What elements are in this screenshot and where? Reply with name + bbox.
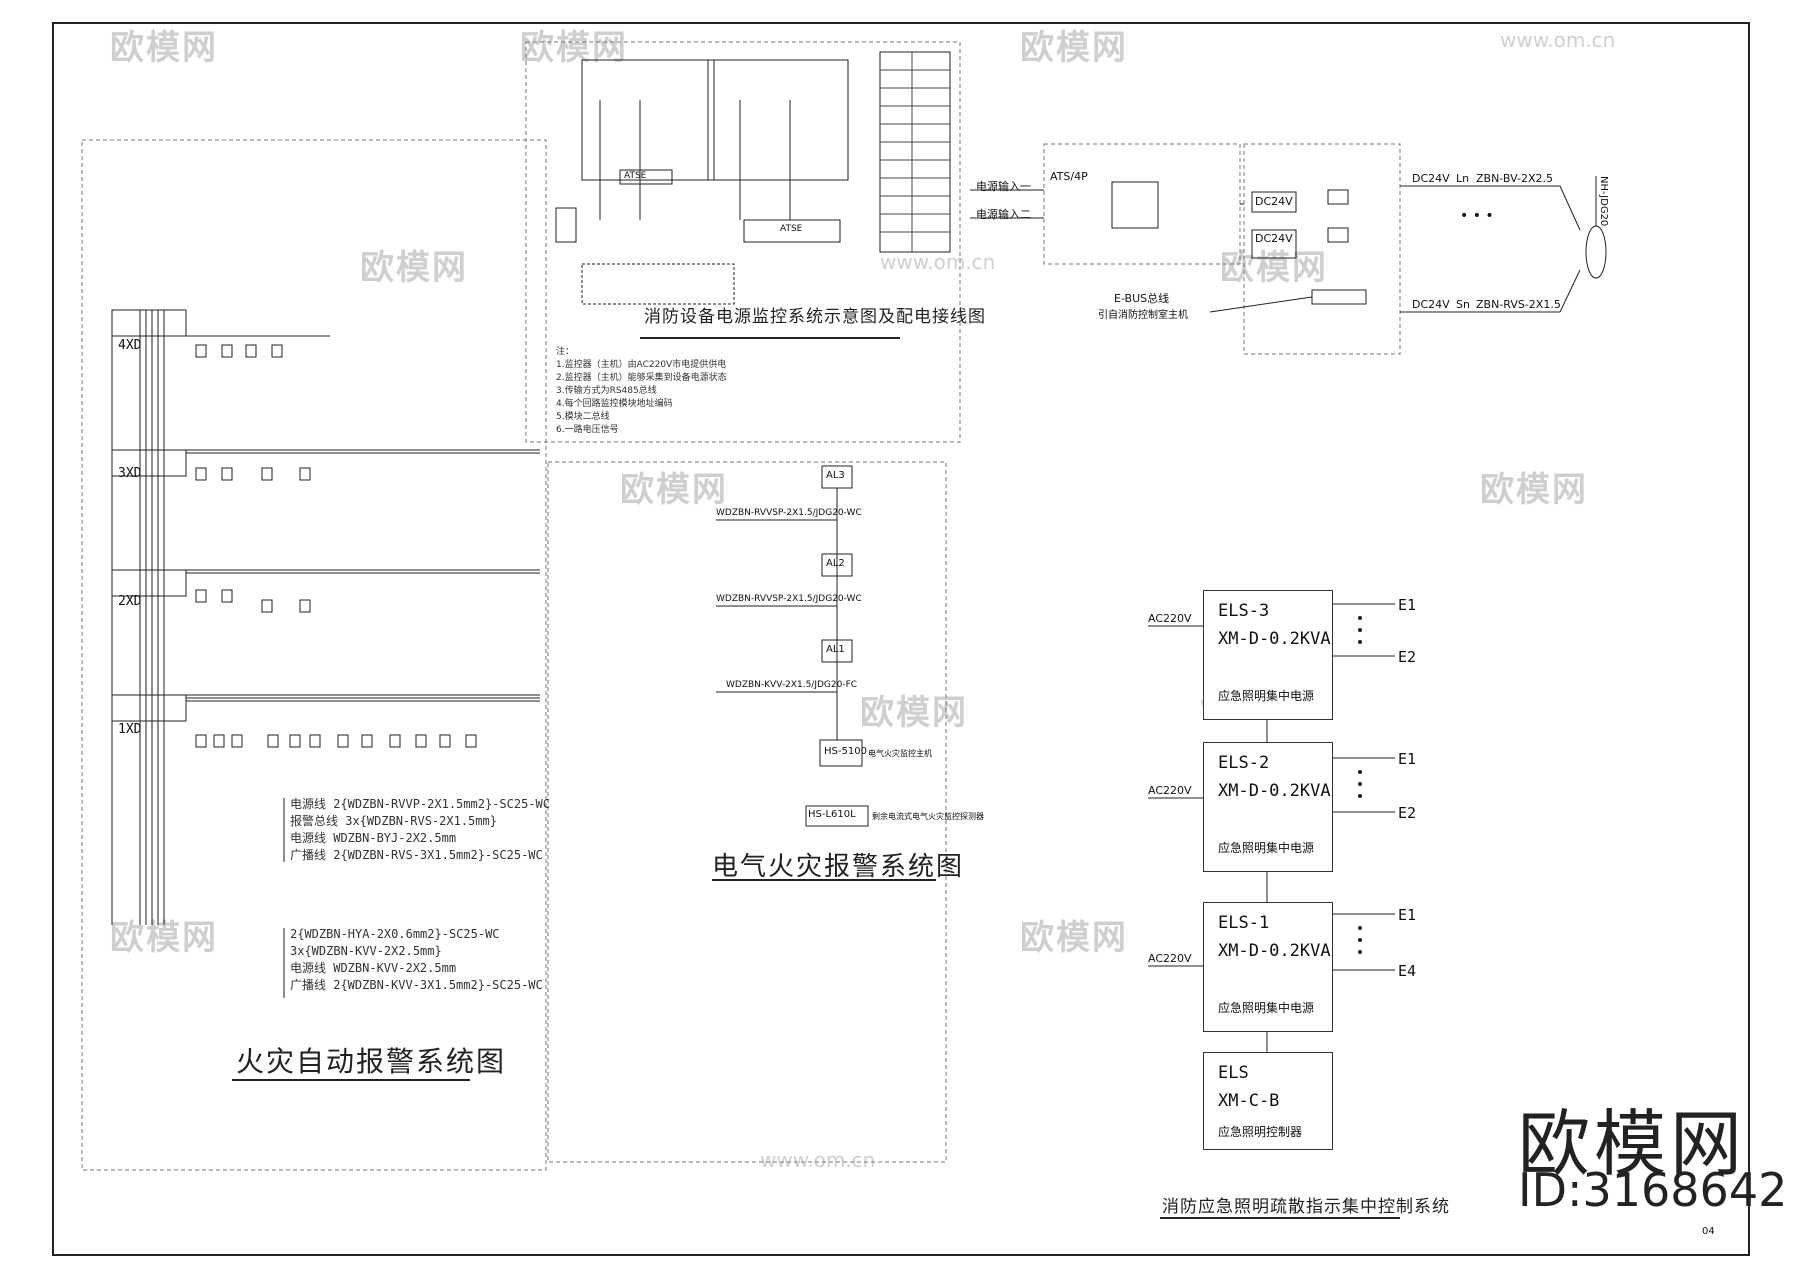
note-line: 3.传输方式为RS485总线 xyxy=(556,386,657,396)
els-name: ELS-2 xyxy=(1218,753,1270,773)
note-line: 1.监控器（主机）由AC220V市电提供供电 xyxy=(556,360,727,370)
els-model: XM-C-B xyxy=(1218,1091,1280,1111)
note-line: 6.一路电压信号 xyxy=(556,425,619,435)
els-model: XM-D-0.2KVA xyxy=(1218,629,1331,649)
watermark-url: www.om.cn xyxy=(760,1148,876,1172)
els-desc: 应急照明集中电源 xyxy=(1218,689,1315,703)
output-e-label: E2 xyxy=(1398,804,1417,822)
dc24v-label: DC24V xyxy=(1255,232,1293,245)
ebus-label: E-BUS总线 xyxy=(1114,292,1170,305)
note-line: 2.监控器（主机）能够采集到设备电源状态 xyxy=(556,373,727,383)
watermark: 欧模网 xyxy=(1020,28,1128,68)
cable-note: 电源线 WDZBN-BYJ-2X2.5mm xyxy=(290,831,457,845)
floor-label: 3XD xyxy=(118,466,142,481)
ebus-sub-label: 引自消防控制室主机 xyxy=(1098,310,1188,321)
cable-note: 电源线 2{WDZBN-RVVP-2X1.5mm2}-SC25-WC xyxy=(290,797,550,811)
atse-label: ATSE xyxy=(780,224,803,234)
els-name: ELS-1 xyxy=(1218,913,1270,933)
cable-label: WDZBN-KVV-2X1.5/JDG20-FC xyxy=(726,680,858,690)
cable-note: 广播线 2{WDZBN-KVV-3X1.5mm2}-SC25-WC xyxy=(290,978,543,992)
legend-device: HS-L610L xyxy=(808,809,856,820)
watermark-url: www.om.cn xyxy=(880,250,996,274)
output-e-label: E2 xyxy=(1398,648,1417,666)
note-line: 注： xyxy=(556,347,575,357)
els-desc: 应急照明集中电源 xyxy=(1218,841,1315,855)
output-cable: ZBN-BV-2X2.5 xyxy=(1476,172,1553,185)
power-monitor-notes: 注： 1.监控器（主机）由AC220V市电提供供电 2.监控器（主机）能够采集到… xyxy=(556,346,727,437)
emergency-lighting-title: 消防应急照明疏散指示集中控制系统 xyxy=(1162,1197,1450,1217)
power-monitor-title: 消防设备电源监控系统示意图及配电接线图 xyxy=(644,307,986,327)
node-al3: AL3 xyxy=(826,470,845,481)
node-al2: AL2 xyxy=(826,558,845,569)
output-line: Ln xyxy=(1456,172,1470,185)
power-input-1: 电源输入一 xyxy=(976,180,1031,193)
drawing-frame xyxy=(52,22,1750,1256)
host-label: 电气火灾监控主机 xyxy=(868,749,932,758)
cable-label: WDZBN-RVVSP-2X1.5/JDG20-WC xyxy=(716,508,862,518)
output-voltage: DC24V xyxy=(1412,172,1450,185)
ats-label: ATS/4P xyxy=(1050,170,1088,183)
watermark: 欧模网 xyxy=(1480,470,1588,510)
output-cable: ZBN-RVS-2X1.5 xyxy=(1476,298,1561,311)
note-line: 4.每个回路监控模块地址编码 xyxy=(556,399,673,409)
output-e-label: E1 xyxy=(1398,750,1417,768)
els-model: XM-D-0.2KVA xyxy=(1218,941,1331,961)
cable-note: 广播线 2{WDZBN-RVS-3X1.5mm2}-SC25-WC xyxy=(290,848,543,862)
atse-label: ATSE xyxy=(624,171,647,181)
floor-label: 2XD xyxy=(118,594,142,609)
output-e-label: E1 xyxy=(1398,906,1417,924)
els-desc: 应急照明集中电源 xyxy=(1218,1001,1315,1015)
page-number: 04 xyxy=(1702,1226,1715,1237)
watermark: 欧模网 xyxy=(1220,248,1328,288)
ac-input-label: AC220V xyxy=(1148,612,1192,625)
brand-id: ID:3168642 xyxy=(1518,1163,1788,1217)
els-controller-box: ELS XM-C-B 应急照明控制器 xyxy=(1203,1052,1333,1150)
cable-note: 报警总线 3x{WDZBN-RVS-2X1.5mm} xyxy=(290,814,497,828)
output-e-label: E4 xyxy=(1398,962,1417,980)
dc24v-label: DC24V xyxy=(1255,195,1293,208)
watermark-url: www.om.cn xyxy=(1500,28,1616,52)
brand-logo-text: 欧模网 xyxy=(1518,1102,1747,1186)
els-1-box: ELS-1 XM-D-0.2KVA 应急照明集中电源 xyxy=(1203,902,1333,1032)
els-name: ELS-3 xyxy=(1218,601,1270,621)
cable-note: 电源线 WDZBN-KVV-2X2.5mm xyxy=(290,961,457,975)
floor-label: 4XD xyxy=(118,338,142,353)
els-model: XM-D-0.2KVA xyxy=(1218,781,1331,801)
els-2-box: ELS-2 XM-D-0.2KVA 应急照明集中电源 xyxy=(1203,742,1333,872)
watermark: 欧模网 xyxy=(860,693,968,733)
cable-label: WDZBN-RVVSP-2X1.5/JDG20-WC xyxy=(716,594,862,604)
cable-note: 3x{WDZBN-KVV-2X2.5mm} xyxy=(290,944,442,958)
note-line: 5.模块二总线 xyxy=(556,412,610,422)
els-name: ELS xyxy=(1218,1063,1249,1083)
watermark: 欧模网 xyxy=(620,470,728,510)
legend-text: 剩余电流式电气火灾监控探测器 xyxy=(872,812,984,821)
cable-note: 2{WDZBN-HYA-2X0.6mm2}-SC25-WC xyxy=(290,927,500,941)
cable-notes-2: 2{WDZBN-HYA-2X0.6mm2}-SC25-WC 3x{WDZBN-K… xyxy=(290,926,543,994)
ac-input-label: AC220V xyxy=(1148,784,1192,797)
els-3-box: ELS-3 XM-D-0.2KVA 应急照明集中电源 xyxy=(1203,590,1333,720)
ac-input-label: AC220V xyxy=(1148,952,1192,965)
watermark: 欧模网 xyxy=(110,28,218,68)
output-line: Sn xyxy=(1456,298,1470,311)
electrical-fire-title: 电气火灾报警系统图 xyxy=(712,852,965,882)
host-device: HS-5100 xyxy=(824,746,867,757)
watermark: 欧模网 xyxy=(1020,918,1128,958)
watermark: 欧模网 xyxy=(520,28,628,68)
power-input-2: 电源输入二 xyxy=(976,208,1031,221)
dots: • • • xyxy=(1460,208,1494,224)
vertical-cable-label: NH-JDG20 xyxy=(1598,176,1609,227)
watermark: 欧模网 xyxy=(110,918,218,958)
output-e-label: E1 xyxy=(1398,596,1417,614)
cable-notes: 电源线 2{WDZBN-RVVP-2X1.5mm2}-SC25-WC 报警总线 … xyxy=(290,796,550,864)
floor-label: 1XD xyxy=(118,722,142,737)
node-al1: AL1 xyxy=(826,644,845,655)
els-desc: 应急照明控制器 xyxy=(1218,1125,1303,1139)
output-voltage: DC24V xyxy=(1412,298,1450,311)
watermark: 欧模网 xyxy=(360,248,468,288)
fire-alarm-title: 火灾自动报警系统图 xyxy=(236,1045,507,1078)
